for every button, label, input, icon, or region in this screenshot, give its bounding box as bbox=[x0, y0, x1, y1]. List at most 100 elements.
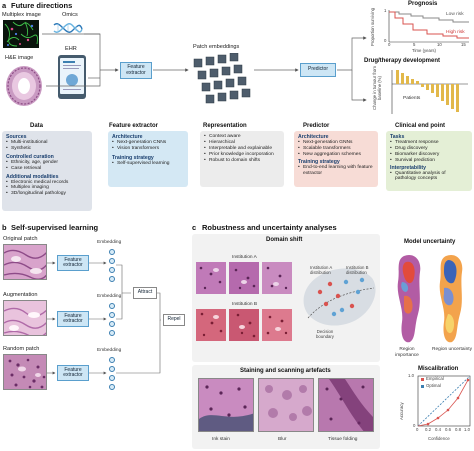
institution-a-tiles bbox=[196, 262, 292, 294]
prognosis-ytick-1: 1 bbox=[384, 8, 387, 13]
decision-boundary-label: Decision boundary bbox=[316, 329, 334, 339]
list-item: Next-generation GNNs bbox=[298, 140, 374, 146]
ink-stain-label: Ink stain bbox=[212, 437, 230, 442]
calibration-xlabel: Confidence bbox=[428, 436, 450, 441]
embedding-label-2: Embedding bbox=[97, 294, 122, 299]
embedding-node bbox=[109, 276, 115, 282]
model-uncertainty-title: Model uncertainty bbox=[404, 239, 456, 245]
dna-icon bbox=[52, 20, 84, 42]
list-item: Interpretable and explainable bbox=[204, 146, 280, 152]
dist-a-label: Institution A distribution bbox=[310, 265, 332, 275]
calibration-ylabel: Accuracy bbox=[399, 402, 404, 420]
data-panel: Sources Multi-institutional Synthetic Co… bbox=[2, 131, 92, 211]
sources-list: Multi-institutional Synthetic bbox=[6, 140, 88, 152]
panel-c-title: Robustness and uncertainty analyses bbox=[202, 223, 337, 232]
embedding-node bbox=[109, 312, 115, 318]
panel-a-title: Future directions bbox=[11, 1, 73, 10]
representation-list: Context aware Hierarchical Interpretable… bbox=[204, 134, 280, 163]
prognosis-xtick-10: 10 bbox=[437, 42, 442, 47]
ssl-extractor-1: Feature extractor bbox=[57, 255, 89, 271]
predictor-arch-list: Next-generation GNNs Scalable transforme… bbox=[298, 140, 374, 158]
calibration-xtick: 0.6 bbox=[445, 427, 451, 432]
drug-title: Drug/therapy development bbox=[364, 58, 441, 64]
embedding-node bbox=[109, 384, 115, 390]
list-item: Prior knowledge incorporation bbox=[204, 152, 280, 158]
original-patch-image bbox=[3, 244, 47, 280]
multiplex-image bbox=[3, 20, 39, 48]
embedding-node bbox=[109, 375, 115, 381]
prognosis-ytick-0: 0 bbox=[384, 38, 387, 43]
embedding-node bbox=[109, 330, 115, 336]
representation-header: Representation bbox=[203, 123, 247, 129]
patients-label: Patients bbox=[403, 96, 421, 101]
embedding-label-3: Embedding bbox=[97, 348, 122, 353]
data-header: Data bbox=[30, 123, 44, 129]
distribution-plot bbox=[300, 262, 380, 334]
list-item: Biomarker discovery bbox=[390, 152, 468, 158]
embedding-node bbox=[109, 303, 115, 309]
extractor-panel: Architecture Next-generation CNNs Vision… bbox=[108, 131, 188, 187]
calibration-xtick: 0 bbox=[416, 427, 419, 432]
modalities-title: Additional modalities bbox=[6, 173, 59, 180]
predictor-header: Predictor bbox=[303, 123, 330, 129]
ssl-extractor-3: Feature extractor bbox=[57, 365, 89, 381]
interp-list: Quantitative analysis of pathology conce… bbox=[390, 171, 468, 183]
region-uncertainty-map bbox=[434, 252, 472, 344]
predictor-train-list: End-to-end learning with feature extract… bbox=[298, 165, 374, 177]
endpoint-header: Clinical end point bbox=[395, 123, 446, 129]
embedding-node bbox=[109, 258, 115, 264]
calibration-ytick: 1.0 bbox=[408, 373, 414, 378]
list-item: Vision transformers bbox=[112, 146, 184, 152]
artefacts-title: Staining and scanning artefacts bbox=[240, 368, 331, 374]
tasks-title: Tasks bbox=[390, 134, 405, 140]
patch-embeddings-label: Patch embeddings bbox=[193, 44, 240, 50]
prognosis-xlabel: Time (years) bbox=[412, 48, 436, 53]
random-patch-image bbox=[3, 354, 47, 390]
calibration-chart bbox=[406, 374, 472, 438]
list-item: End-to-end learning with feature extract… bbox=[298, 165, 374, 177]
list-item: Context aware bbox=[204, 134, 280, 140]
ink-stain-image bbox=[198, 378, 254, 432]
multiplex-label: Multiplex image bbox=[2, 12, 41, 18]
panel-b-title: Self-supervised learning bbox=[11, 223, 99, 232]
ssl-extractor-2: Feature extractor bbox=[57, 311, 89, 327]
list-item: Multiplex imaging bbox=[6, 185, 88, 191]
predictor-arch-title: Architecture bbox=[298, 134, 329, 140]
extractor-train-list: Self-supervised learning bbox=[112, 161, 184, 167]
ehr-label: EHR bbox=[65, 46, 77, 52]
extractor-header: Feature extractor bbox=[109, 123, 159, 129]
list-item: Hierarchical bbox=[204, 140, 280, 146]
predictor-panel: Architecture Next-generation GNNs Scalab… bbox=[294, 131, 378, 187]
high-risk-label: High risk bbox=[446, 30, 465, 35]
list-item: Scalable transformers bbox=[298, 146, 374, 152]
curation-list: Ethnicity, age, gender Case retrieval bbox=[6, 160, 88, 172]
calibration-xtick: 1.0 bbox=[464, 427, 470, 432]
prognosis-xtick-5: 5 bbox=[413, 42, 416, 47]
augmented-patch-image bbox=[3, 300, 47, 336]
institution-a-label: Institution A bbox=[232, 255, 257, 260]
he-tissue-image bbox=[4, 64, 44, 108]
list-item: Case retrieval bbox=[6, 166, 88, 172]
blur-label: Blur bbox=[278, 437, 287, 442]
region-importance-map bbox=[392, 252, 428, 344]
omics-label: Omics bbox=[62, 12, 78, 18]
dist-b-label: Institution B distribution bbox=[346, 265, 369, 275]
list-item: Self-supervised learning bbox=[112, 161, 184, 167]
embedding-node bbox=[109, 267, 115, 273]
interp-title: Interpretability bbox=[390, 164, 427, 171]
extractor-arch-list: Next-generation CNNs Vision transformers bbox=[112, 140, 184, 152]
extractor-train-title: Training strategy bbox=[112, 154, 154, 161]
list-item: Robust to domain shifts bbox=[204, 158, 280, 164]
list-item: New aggregation schemes bbox=[298, 152, 374, 158]
embedding-node bbox=[109, 249, 115, 255]
list-item: Drug discovery bbox=[390, 146, 468, 152]
prognosis-xtick-15: 15 bbox=[461, 42, 466, 47]
feature-extractor-box: Feature extractor bbox=[120, 62, 152, 79]
institution-b-label: Institution B bbox=[232, 302, 258, 307]
calibration-xtick: 0.4 bbox=[435, 427, 441, 432]
augmentation-label: Augmentation bbox=[3, 292, 38, 298]
panel-a-letter: a bbox=[2, 1, 7, 10]
tablet-icon bbox=[58, 55, 86, 99]
institution-b-tiles bbox=[196, 309, 292, 341]
